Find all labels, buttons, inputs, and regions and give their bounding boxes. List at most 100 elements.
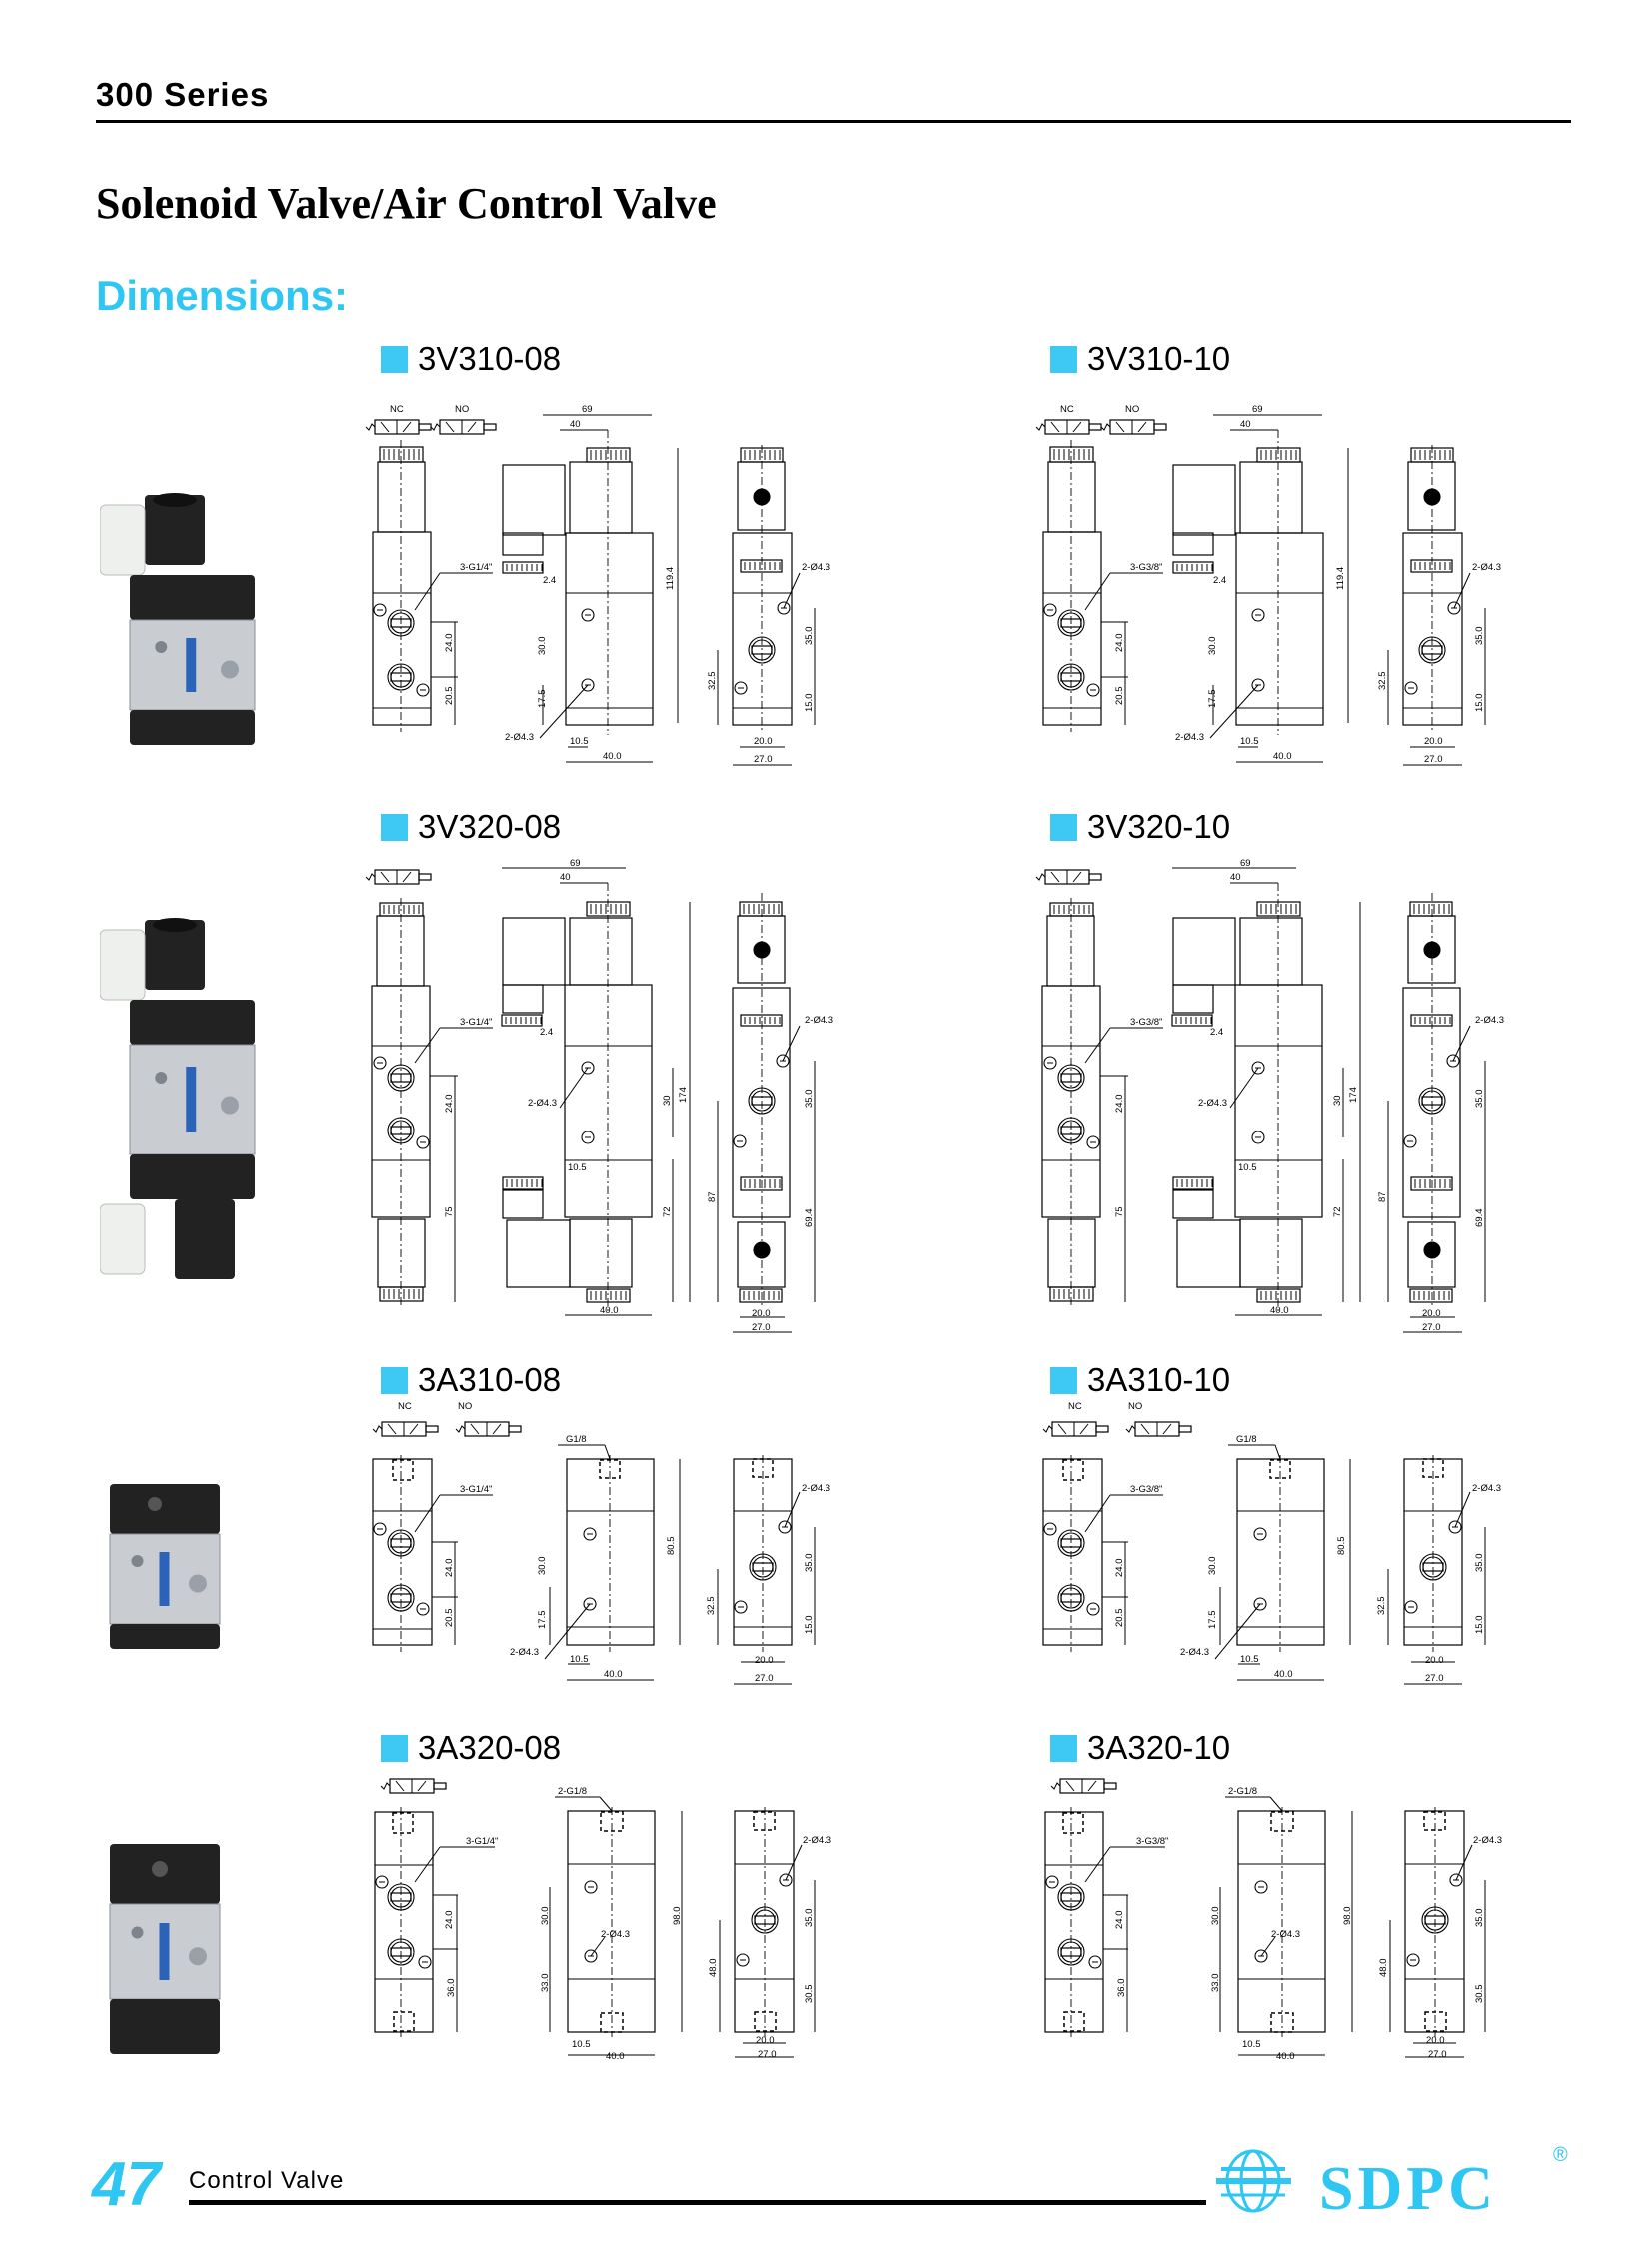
spring-symbol [455, 1425, 466, 1433]
black-block [130, 1000, 255, 1045]
dimension-label: 15.0 [1474, 1616, 1485, 1635]
coil-cap [1171, 1014, 1213, 1027]
mount-hole [1086, 683, 1100, 697]
dimensions-heading: Dimensions: [96, 272, 349, 319]
dimension-line [467, 421, 477, 433]
dimension-label: 32.5 [707, 672, 718, 691]
dimension-label: 174 [1348, 1087, 1359, 1103]
mount-hole [373, 603, 387, 617]
dimension-label: 30 [1332, 1095, 1343, 1106]
dimension-label: 17.5 [537, 690, 548, 709]
dimension-label: 24.0 [1114, 1559, 1125, 1578]
dimension-label: 2-Ø4.3 [1475, 1015, 1504, 1026]
coil-cap [1256, 901, 1301, 917]
dimension-label: NC [398, 1401, 412, 1412]
coil-cap [1256, 1288, 1301, 1303]
product-photo [100, 493, 256, 745]
dimension-line [784, 1491, 801, 1528]
mount-hole [1406, 1953, 1420, 1967]
mount-hole [1404, 681, 1418, 695]
valve-body-end [1402, 987, 1461, 1218]
dimension-label: NO [458, 1401, 472, 1412]
din-connector [100, 929, 146, 1001]
coil-cap [739, 1288, 783, 1303]
dimension-label: G1/8 [566, 1434, 587, 1445]
dimension-label: 30 [662, 1095, 673, 1106]
dimension-label: 27.0 [754, 754, 773, 765]
base-block [110, 1624, 220, 1649]
page-number: 47 [92, 2150, 161, 2219]
footer-text: Control Valve [189, 2167, 345, 2194]
dimension-label: 36.0 [1116, 1979, 1127, 1998]
marker-square-icon [1050, 345, 1077, 373]
valve-body-side [1234, 984, 1323, 1218]
solenoid-coil [377, 461, 426, 533]
marker-square-icon [1050, 1366, 1077, 1394]
dimension-line [599, 1796, 613, 1812]
dimension-label: 2.4 [1210, 1027, 1223, 1038]
dimension-label: 27.0 [1422, 1322, 1441, 1333]
dimension-label: 35.0 [1474, 1090, 1485, 1109]
dimension-label: 24.0 [444, 1095, 455, 1114]
dimension-label: 69 [570, 858, 581, 869]
coil-cap [1410, 559, 1453, 573]
pilot-port [1423, 1811, 1446, 1831]
plunger-symbol [508, 1425, 522, 1433]
coil-cap [502, 561, 544, 574]
pilot-port [393, 2011, 415, 2032]
solenoid-coil [1239, 461, 1303, 534]
dimension-label: NC [390, 404, 404, 415]
plunger-symbol [425, 1425, 439, 1433]
mount-hole [1086, 1135, 1100, 1149]
mount-hole [1449, 1873, 1463, 1887]
label-strip [186, 1067, 197, 1132]
model-label: 3V310-10 [1050, 340, 1230, 378]
dimension-line [1084, 572, 1111, 611]
dimension-label: NO [455, 404, 469, 415]
dimension-label: 15.0 [804, 1616, 815, 1635]
base-block [130, 710, 255, 745]
valve-body [1044, 1811, 1104, 2033]
solenoid-coil [145, 920, 205, 990]
connector-base [1172, 1189, 1214, 1219]
valve-body-end [732, 987, 791, 1218]
dimension-label: 40.0 [606, 2051, 625, 2062]
dimension-label: 2-Ø4.3 [802, 1483, 830, 1494]
mount-hole [581, 678, 595, 692]
dimension-label: 40.0 [600, 1305, 619, 1316]
dimension-label: 2-Ø4.3 [1473, 1835, 1502, 1846]
solenoid-coil [1239, 917, 1303, 986]
mount-hole [1043, 1056, 1057, 1070]
dimension-line [1072, 871, 1082, 883]
dimension-line [590, 1936, 606, 1957]
port [221, 1096, 239, 1115]
mount-hole [1045, 1875, 1059, 1889]
mount-hole [1251, 1061, 1265, 1075]
spring-symbol [1035, 873, 1046, 881]
dimension-label: 40 [570, 419, 581, 430]
dimension-line [402, 421, 412, 433]
coil-cap [379, 902, 424, 917]
pilot-port [754, 2011, 777, 2032]
dimension-label: 20.0 [1425, 1655, 1444, 1666]
mount-hole [736, 1953, 750, 1967]
mount-hole [581, 1061, 595, 1075]
dimension-label: 2-Ø4.3 [1271, 1929, 1300, 1940]
dimension-label: 24.0 [1114, 1095, 1125, 1114]
black-block [130, 1154, 255, 1199]
dimension-line [417, 1780, 427, 1792]
dimension-label: 35.0 [1474, 1909, 1485, 1928]
dimension-line [1229, 1067, 1259, 1109]
mount-hole [416, 1602, 430, 1616]
plunger-symbol [418, 873, 432, 881]
dimension-line [402, 871, 412, 883]
mount-hole [1254, 1949, 1268, 1963]
mount-hole [779, 1873, 793, 1887]
mount-hole [1403, 1134, 1417, 1148]
dimension-label: 40.0 [604, 1669, 623, 1680]
connector [1176, 1219, 1241, 1288]
dimension-line [414, 1027, 441, 1064]
dimension-label: 2.4 [540, 1027, 553, 1038]
connector [1172, 917, 1236, 986]
dimension-label: 27.0 [1425, 1673, 1444, 1684]
